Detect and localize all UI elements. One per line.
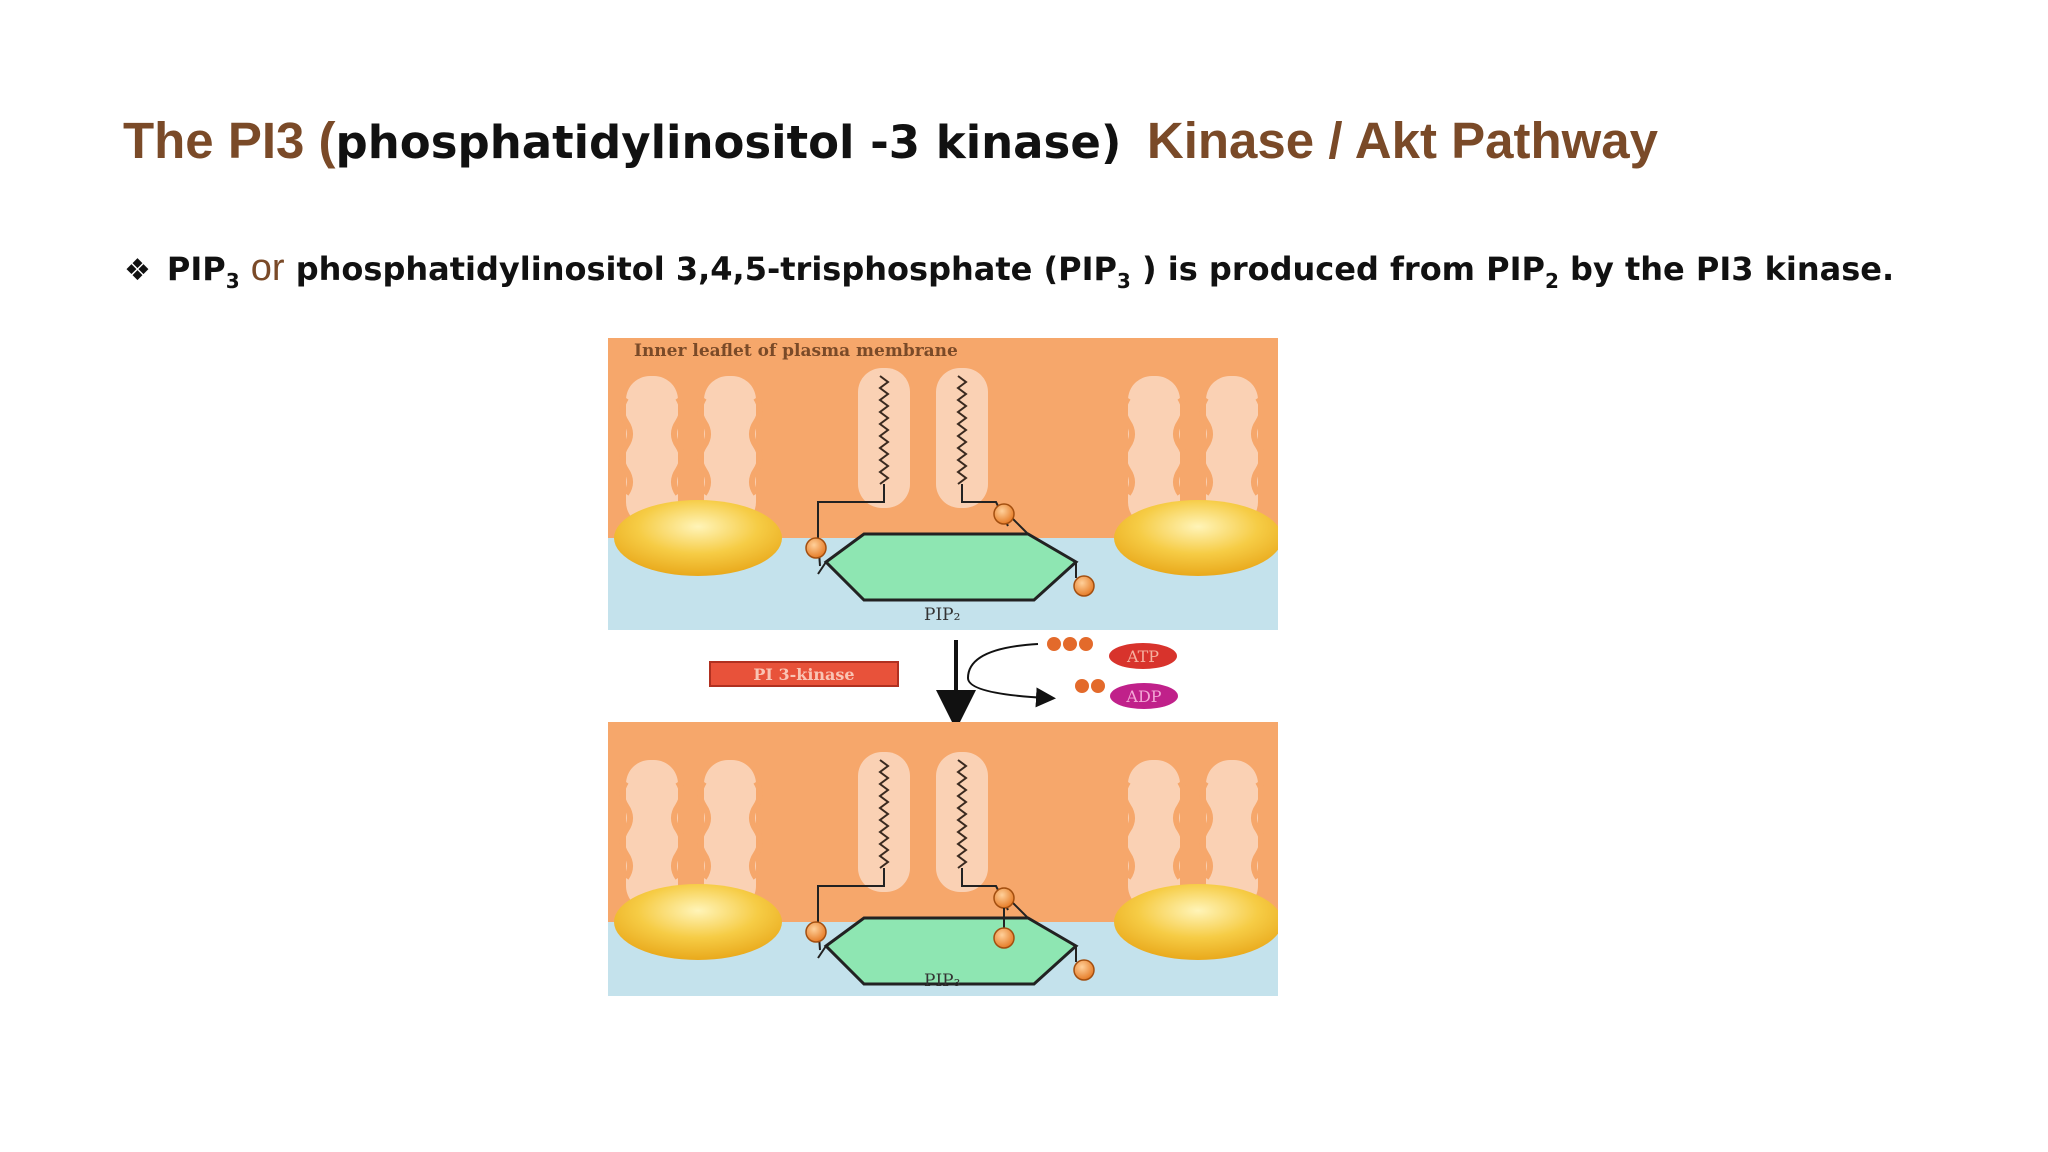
bullet-point: ❖PIP3 or phosphatidylinositol 3,4,5-tris…: [124, 244, 1894, 295]
pip2-label: PIP₂: [924, 605, 960, 625]
bullet-sub-3: 2: [1544, 269, 1559, 293]
bullet-marker-icon: ❖: [124, 253, 151, 288]
bullet-sub-2: 3: [1116, 269, 1131, 293]
pi3-kinase-box: PI 3-kinase: [709, 661, 899, 687]
title-part-1: The PI3 (: [123, 112, 336, 169]
pip2-panel: [608, 338, 1278, 630]
bullet-text-2: phosphatidylinositol 3,4,5-trisphosphate…: [295, 250, 1117, 288]
pip3-label: PIP₃: [924, 971, 960, 991]
pip2-to-pip3-diagram: Inner leaflet of plasma membrane PIP₂ PI…: [608, 338, 1278, 996]
title-part-2: phosphatidylinositol -3 kinase): [335, 116, 1122, 169]
pip3-panel: [608, 722, 1278, 996]
bullet-text-3: ) is produced from PIP: [1130, 250, 1545, 288]
bullet-text-4: by the PI3 kinase.: [1558, 250, 1895, 288]
atp-molecule: ATP: [1047, 637, 1177, 669]
atp-label: ATP: [1126, 647, 1159, 666]
bullet-text-1: PIP: [166, 250, 226, 288]
adp-label: ADP: [1125, 687, 1161, 706]
slide-title: The PI3 (phosphatidylinositol -3 kinase)…: [123, 105, 1658, 179]
adp-molecule: ADP: [1075, 679, 1178, 709]
reaction-arrow: [936, 640, 1056, 730]
bullet-sub-1: 3: [225, 269, 240, 293]
membrane-label: Inner leaflet of plasma membrane: [634, 341, 958, 361]
bullet-or: or: [250, 247, 285, 289]
title-part-3: Kinase / Akt Pathway: [1146, 112, 1659, 169]
pi3-kinase-label: PI 3-kinase: [753, 665, 854, 684]
